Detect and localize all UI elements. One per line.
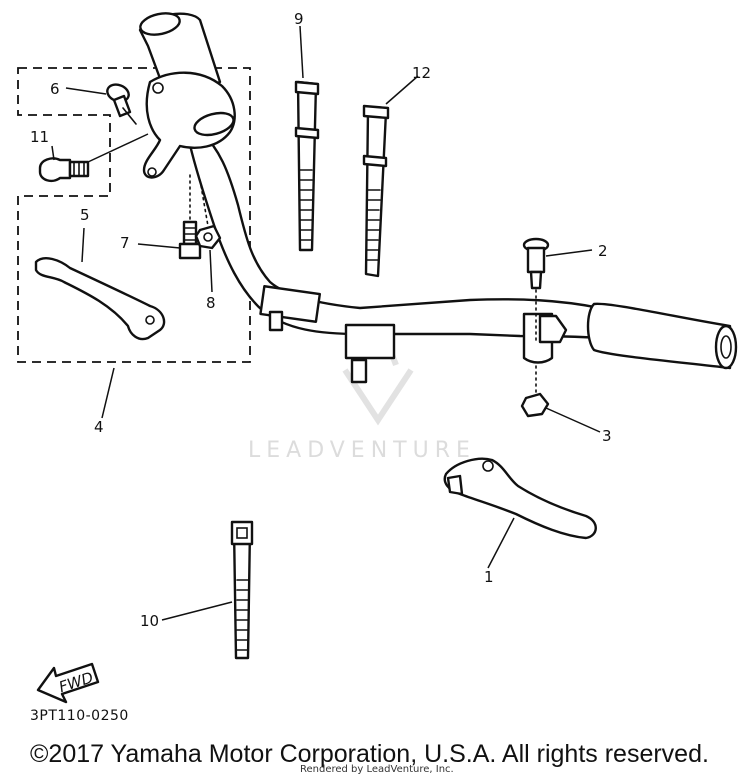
cable-tie-9	[294, 80, 320, 252]
nut-3	[520, 392, 550, 418]
bolt-6	[106, 83, 137, 125]
callout-2: 2	[598, 242, 608, 260]
callout-3: 3	[602, 427, 612, 445]
handlebar	[188, 128, 602, 384]
bolt-7	[178, 220, 202, 260]
callout-11: 11	[30, 128, 49, 146]
lever-bracket	[142, 71, 236, 179]
callout-4: 4	[94, 418, 104, 436]
callout-10: 10	[140, 612, 159, 630]
callout-8: 8	[206, 294, 216, 312]
adjuster-bolt-11	[38, 157, 90, 183]
lever-5	[34, 257, 166, 341]
callout-7: 7	[120, 234, 130, 252]
copyright-notice: ©2017 Yamaha Motor Corporation, U.S.A. A…	[30, 740, 709, 768]
assembly-lines	[189, 174, 537, 397]
callout-1: 1	[484, 568, 494, 586]
callout-9: 9	[294, 10, 304, 28]
fwd-label: FWD	[57, 668, 96, 696]
rendered-by-note: Rendered by LeadVenture, Inc.	[300, 764, 454, 775]
diagram-code: 3PT110-0250	[30, 708, 129, 724]
callout-5: 5	[80, 206, 90, 224]
lever-1	[443, 457, 597, 540]
nut-8	[194, 224, 222, 250]
bolt-2	[522, 237, 550, 290]
callout-6: 6	[50, 80, 60, 98]
callout-12: 12	[412, 64, 431, 82]
cable-tie-10	[230, 520, 254, 660]
right-grip	[586, 302, 738, 370]
fwd-arrow: FWD	[36, 662, 100, 704]
assembly-group-box	[17, 67, 251, 363]
leader-lines	[51, 25, 601, 621]
watermark-text: LEADVENTURE	[248, 438, 476, 463]
cable-tie-12	[362, 104, 390, 278]
